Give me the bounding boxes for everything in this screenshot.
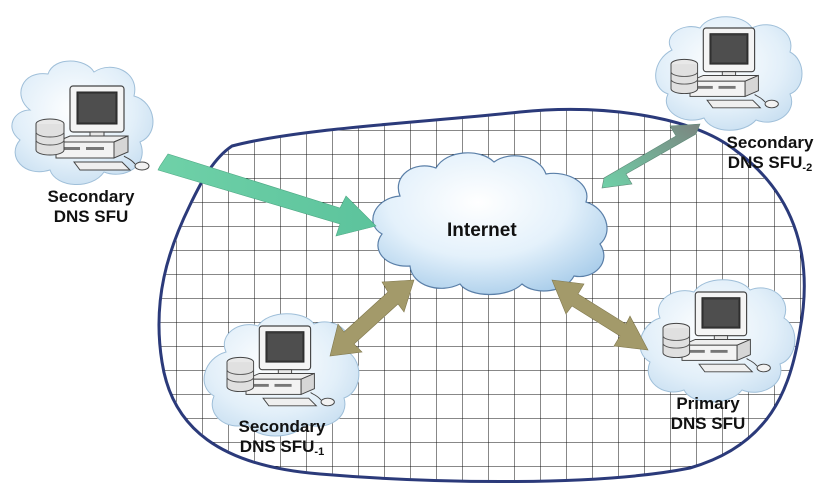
internet-cloud [372, 152, 608, 295]
bottomleft-node-line2: DNS SFU-1 [239, 437, 325, 458]
bottomleft-node-label: Secondary DNS SFU-1 [225, 417, 339, 462]
cloud-icon [372, 152, 608, 295]
internet-label: Internet [447, 220, 517, 241]
arrow-bottomleft-internet [329, 279, 415, 357]
bottomleft-node-line1: Secondary [238, 417, 326, 436]
bottomright-node-label: Primary DNS SFU [652, 394, 764, 434]
arrow-topright-internet [601, 123, 701, 189]
bottomright-node-line2: DNS SFU [670, 414, 746, 433]
arrow-left-to-internet [157, 153, 377, 237]
topright-node-label: Secondary DNS SFU-2 [718, 133, 822, 178]
topright-node-line2: DNS SFU-2 [727, 153, 813, 174]
topright-node-line1: Secondary [726, 133, 814, 152]
left-node-line2: DNS SFU [53, 207, 129, 226]
bottomright-node-line1: Primary [676, 394, 740, 413]
left-node-line1: Secondary [47, 187, 135, 206]
left-node-label: Secondary DNS SFU [36, 187, 146, 227]
arrow-bottomright-internet [551, 279, 649, 351]
